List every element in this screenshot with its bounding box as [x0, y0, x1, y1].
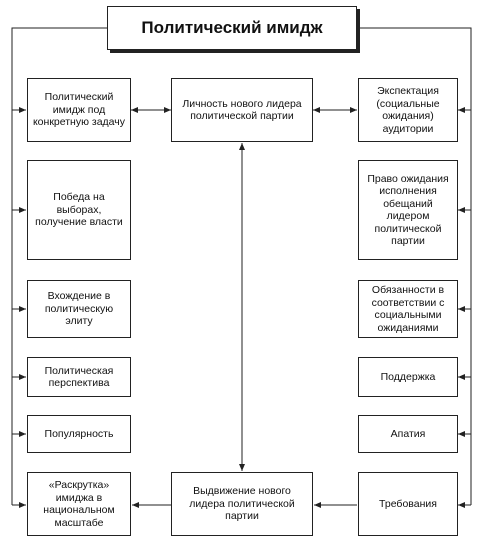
right-box-obligations: Обязанности в соответствии с социальными…: [358, 280, 458, 338]
title-left-connector: [11, 27, 107, 505]
left-box-label: Вхождение в политическую элиту: [44, 290, 114, 328]
diagram-title: Политический имидж: [107, 6, 357, 50]
left-box-label: «Раскрутка» имиджа в национальном масшта…: [43, 479, 115, 529]
right-box-apathy: Апатия: [358, 415, 458, 453]
left-box-label: Популярность: [44, 427, 114, 440]
left-box-national-promotion: «Раскрутка» имиджа в национальном масшта…: [27, 472, 131, 536]
center-box-label: Личность нового лидера политической парт…: [182, 97, 302, 123]
right-box-support: Поддержка: [358, 357, 458, 397]
title-right-connector: [357, 27, 472, 505]
right-box-label: Право ожидания исполнения обещаний лидер…: [367, 172, 449, 248]
center-box-label: Выдвижение нового лидера политической па…: [189, 485, 295, 523]
diagram-title-text: Политический имидж: [141, 18, 323, 37]
left-box-label: Победа на выборах, получение власти: [35, 191, 123, 229]
center-box-leader-personality: Личность нового лидера политической парт…: [171, 78, 313, 142]
left-box-task-image: Политический имидж под конкретную задачу: [27, 78, 131, 142]
right-box-label: Экспектация (социальные ожидания) аудито…: [376, 85, 440, 135]
left-box-political-perspective: Политическая перспектива: [27, 357, 131, 397]
right-box-label: Требования: [379, 497, 437, 510]
left-box-label: Политическая перспектива: [44, 364, 114, 390]
left-box-political-elite: Вхождение в политическую элиту: [27, 280, 131, 338]
right-box-label: Обязанности в соответствии с социальными…: [371, 284, 445, 334]
left-box-election-victory: Победа на выборах, получение власти: [27, 160, 131, 260]
right-box-expectation: Экспектация (социальные ожидания) аудито…: [358, 78, 458, 142]
right-box-right-of-expectation: Право ожидания исполнения обещаний лидер…: [358, 160, 458, 260]
left-box-label: Политический имидж под конкретную задачу: [32, 91, 126, 129]
right-box-demands: Требования: [358, 472, 458, 536]
center-box-leader-nomination: Выдвижение нового лидера политической па…: [171, 472, 313, 536]
right-box-label: Поддержка: [380, 370, 436, 383]
right-box-label: Апатия: [390, 427, 426, 440]
left-box-popularity: Популярность: [27, 415, 131, 453]
